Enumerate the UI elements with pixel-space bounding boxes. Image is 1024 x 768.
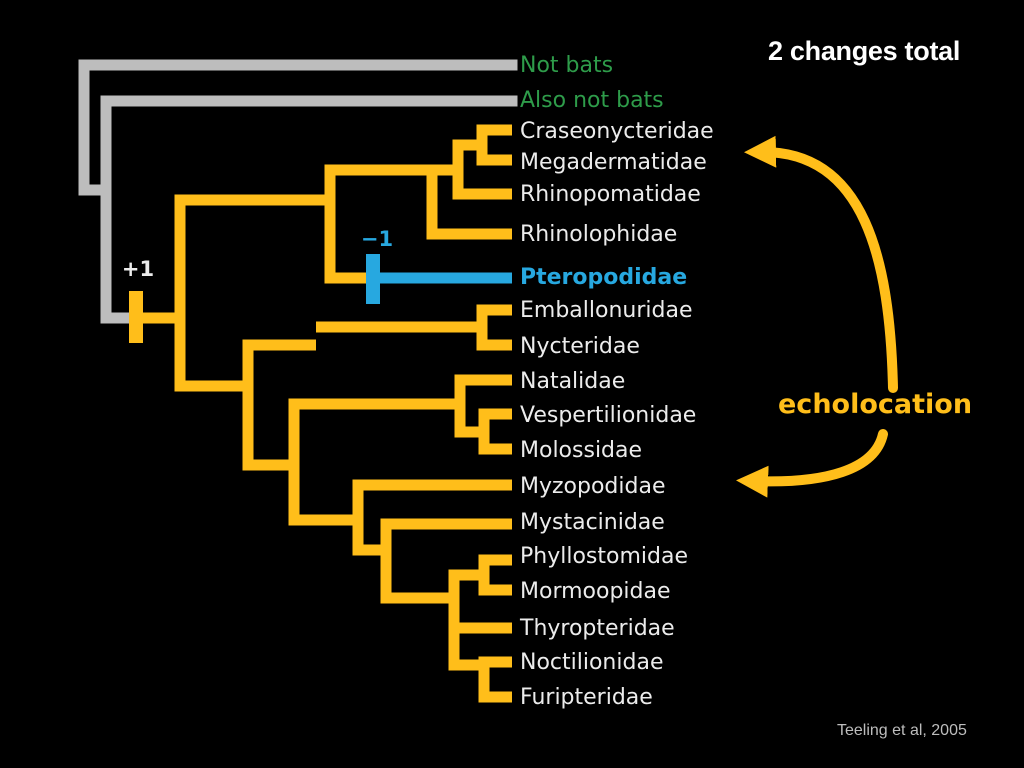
taxon-label: Phyllostomidae bbox=[520, 544, 688, 569]
taxon-label: Emballonuridae bbox=[520, 298, 693, 323]
taxon-label: Mystacinidae bbox=[520, 510, 665, 535]
taxon-label: Not bats bbox=[520, 53, 613, 78]
outgroup-branches bbox=[78, 59, 518, 324]
echolocation-label: echolocation bbox=[778, 389, 972, 420]
loss-marker-label: −1 bbox=[361, 227, 393, 251]
taxon-label: Molossidae bbox=[520, 438, 642, 463]
taxon-label: Nycteridae bbox=[520, 334, 640, 359]
taxon-label-highlight: Pteropodidae bbox=[520, 265, 687, 290]
slide-title: 2 changes total bbox=[768, 36, 961, 66]
taxon-label: Rhinopomatidae bbox=[520, 182, 701, 207]
taxon-label: Mormoopidae bbox=[520, 579, 671, 604]
gain-tick bbox=[129, 291, 143, 343]
taxon-label: Rhinolophidae bbox=[520, 222, 677, 247]
citation: Teeling et al, 2005 bbox=[837, 722, 967, 739]
taxon-label: Megadermatidae bbox=[520, 150, 707, 175]
taxon-labels: Not bats Also not bats Craseonycteridae … bbox=[519, 53, 714, 710]
branch-not-bats bbox=[78, 59, 518, 196]
taxon-label: Vespertilionidae bbox=[520, 403, 696, 428]
taxon-label: Myzopodidae bbox=[520, 474, 666, 499]
taxon-label: Natalidae bbox=[520, 369, 625, 394]
taxon-label: Thyropteridae bbox=[519, 616, 675, 641]
gain-marker-label: +1 bbox=[122, 257, 154, 281]
bat-branches bbox=[132, 124, 512, 703]
branch-also-not-bats bbox=[100, 95, 518, 324]
taxon-label: Craseonycteridae bbox=[520, 119, 714, 144]
taxon-label: Also not bats bbox=[520, 88, 664, 113]
loss-tick bbox=[366, 254, 380, 304]
taxon-label: Noctilionidae bbox=[520, 650, 663, 675]
taxon-label: Furipteridae bbox=[520, 685, 653, 710]
curved-double-arrow-icon bbox=[736, 135, 898, 498]
